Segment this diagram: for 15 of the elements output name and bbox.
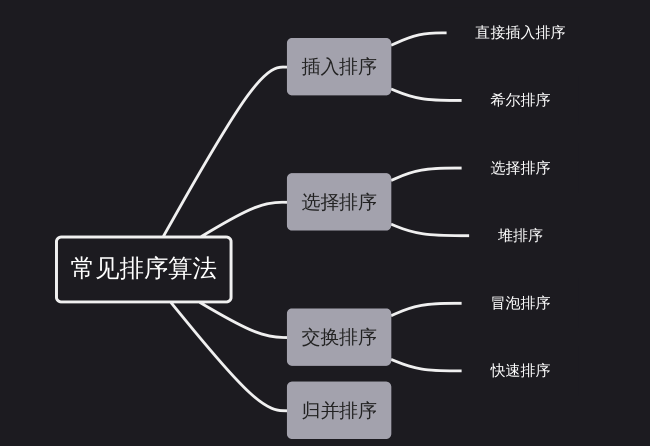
connector (390, 166, 462, 182)
connector (390, 302, 462, 317)
connector (390, 31, 448, 47)
connector (390, 358, 462, 372)
node-text: 冒泡排序 (490, 294, 550, 312)
node-text: 堆排序 (498, 226, 543, 244)
node-text: 希尔排序 (490, 91, 550, 109)
connector (390, 88, 462, 102)
connector (390, 222, 470, 238)
connector (161, 66, 288, 238)
connector (170, 301, 288, 412)
node-text: 选择排序 (490, 158, 550, 177)
connector (198, 301, 288, 339)
node-text: 直接插入排序 (475, 23, 566, 42)
node-text: 快速排序 (490, 361, 550, 380)
